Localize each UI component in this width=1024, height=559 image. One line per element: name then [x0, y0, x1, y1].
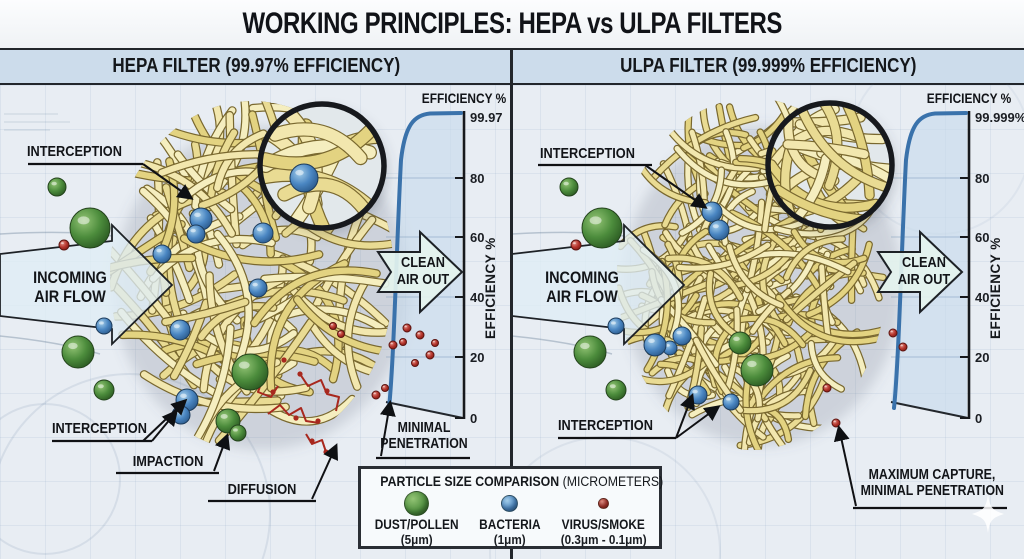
ulpa-tick-top: 99.999%: [975, 110, 1024, 125]
hepa-magnifier: [257, 101, 388, 234]
particle-size-legend: PARTICLE SIZE COMPARISON (MICROMETERS) D…: [358, 466, 664, 549]
diagram-canvas: [0, 84, 1024, 559]
ulpa-panel-header: ULPA FILTER (99.999% EFFICIENCY): [512, 50, 1024, 83]
hepa-diffusion-label: DIFFUSION: [227, 481, 297, 498]
hepa-impaction-label: IMPACTION: [132, 453, 204, 470]
hepa-panel-header: HEPA FILTER (99.97% EFFICIENCY): [0, 50, 512, 83]
bacteria-dot-icon: [501, 495, 519, 512]
ulpa-freestream-particles: [559, 177, 627, 401]
hepa-freestream-particles: [47, 177, 115, 401]
page-header: WORKING PRINCIPLES: HEPA vs ULPA FILTERS: [0, 0, 1024, 48]
ulpa-tick-80: 80: [975, 171, 990, 186]
ulpa-maximum-capture-label: MAXIMUM CAPTURE,MINIMAL PENETRATION: [860, 467, 1004, 499]
legend-item-dust-pollen: DUST/POLLEN (5μm): [369, 490, 464, 547]
hepa-tick-60: 60: [470, 230, 485, 245]
hepa-efficiency-side-title: EFFICIENCY %: [483, 237, 498, 339]
ulpa-efficiency-axis-title: EFFICIENCY %: [926, 90, 1012, 106]
hepa-tick-20: 20: [470, 350, 485, 365]
hepa-tick-top: 99.97: [470, 110, 503, 125]
sparkle-icon: [972, 494, 1004, 533]
ulpa-clean-air-arrow: [876, 229, 964, 315]
ulpa-penetration-particles: [888, 328, 908, 352]
hepa-efficiency-axis-title: EFFICIENCY %: [421, 90, 507, 106]
hepa-panel-title: HEPA FILTER (99.97% EFFICIENCY): [112, 55, 400, 77]
legend-items-row: DUST/POLLEN (5μm) BACTERIA (1μm) VIRUS/S…: [361, 489, 659, 547]
hepa-tick-40: 40: [470, 290, 485, 305]
ulpa-tick-60: 60: [975, 230, 990, 245]
ulpa-captured-particles: [643, 201, 841, 428]
hepa-penetration-particles: [329, 322, 439, 400]
ulpa-interception-top-label: INTERCEPTION: [540, 145, 635, 162]
hepa-clean-air-arrow: [376, 229, 464, 315]
annotation-arrows: [28, 162, 1007, 510]
ulpa-efficiency-side-title: EFFICIENCY %: [988, 237, 1003, 339]
hepa-interception-top-label: INTERCEPTION: [27, 143, 122, 160]
ulpa-tick-40: 40: [975, 290, 990, 305]
ulpa-tick-20: 20: [975, 350, 990, 365]
ulpa-interception-bottom-label: INTERCEPTION: [558, 417, 653, 434]
hepa-tick-0: 0: [470, 411, 478, 426]
virus-smoke-dot-icon: [597, 498, 609, 509]
legend-item-virus-smoke: VIRUS/SMOKE (0.3μm - 0.1μm): [556, 490, 651, 547]
legend-item-bacteria: BACTERIA (1μm): [464, 490, 555, 547]
hepa-interception-bottom-label: INTERCEPTION: [52, 420, 147, 437]
page-title: WORKING PRINCIPLES: HEPA vs ULPA FILTERS: [242, 7, 782, 40]
ulpa-magnifier: [765, 100, 896, 233]
legend-title: PARTICLE SIZE COMPARISON (MICROMETERS): [380, 473, 664, 489]
ulpa-tick-0: 0: [975, 411, 983, 426]
dust-pollen-dot-icon: [404, 491, 430, 516]
hepa-tick-80: 80: [470, 171, 485, 186]
ulpa-panel-title: ULPA FILTER (99.999% EFFICIENCY): [619, 55, 917, 77]
panel-divider: [510, 48, 513, 559]
